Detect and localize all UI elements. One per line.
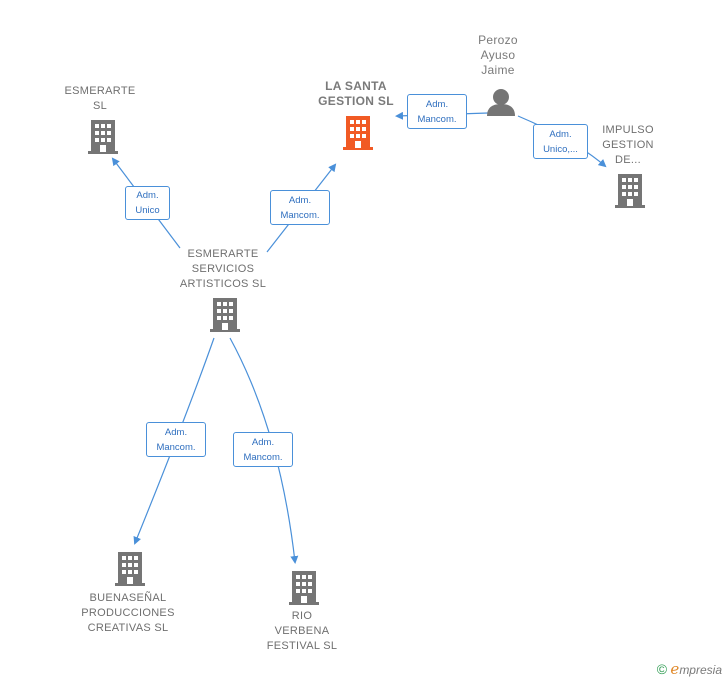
building-icon [210,298,240,332]
empresia-logo: © empresia [656,660,722,678]
building-icon [88,120,118,154]
edge-label-adm-mancom: Adm. Mancom. [233,432,293,467]
edge-label-adm-unico: Adm. Unico [125,186,170,220]
node-label-buenasenal[interactable]: BUENASEÑAL PRODUCCIONES CREATIVAS SL [81,592,175,634]
edge-label-adm-mancom: Adm. Mancom. [270,190,330,225]
node-label-perozo[interactable]: Perozo Ayuso Jaime [478,33,518,77]
edge-label-adm-unico-impulso: Adm. Unico,... [533,124,588,159]
node-label-esmerarte-sl[interactable]: ESMERARTE SL [64,85,136,112]
edge-label-adm-mancom: Adm. Mancom. [146,422,206,457]
building-icon-focus [343,116,373,150]
node-label-la-santa[interactable]: LA SANTA GESTION SL [318,79,394,108]
building-icon [289,571,319,605]
building-icon [615,174,645,208]
edge-label-adm-mancom: Adm. Mancom. [407,94,467,129]
node-label-esmerarte-servicios[interactable]: ESMERARTE SERVICIOS ARTISTICOS SL [179,248,267,290]
building-icon [115,552,145,586]
node-label-impulso[interactable]: IMPULSO GESTION DE... [602,124,654,166]
person-icon [487,89,515,116]
node-label-rio-verbena[interactable]: RIO VERBENA FESTIVAL SL [266,610,338,652]
